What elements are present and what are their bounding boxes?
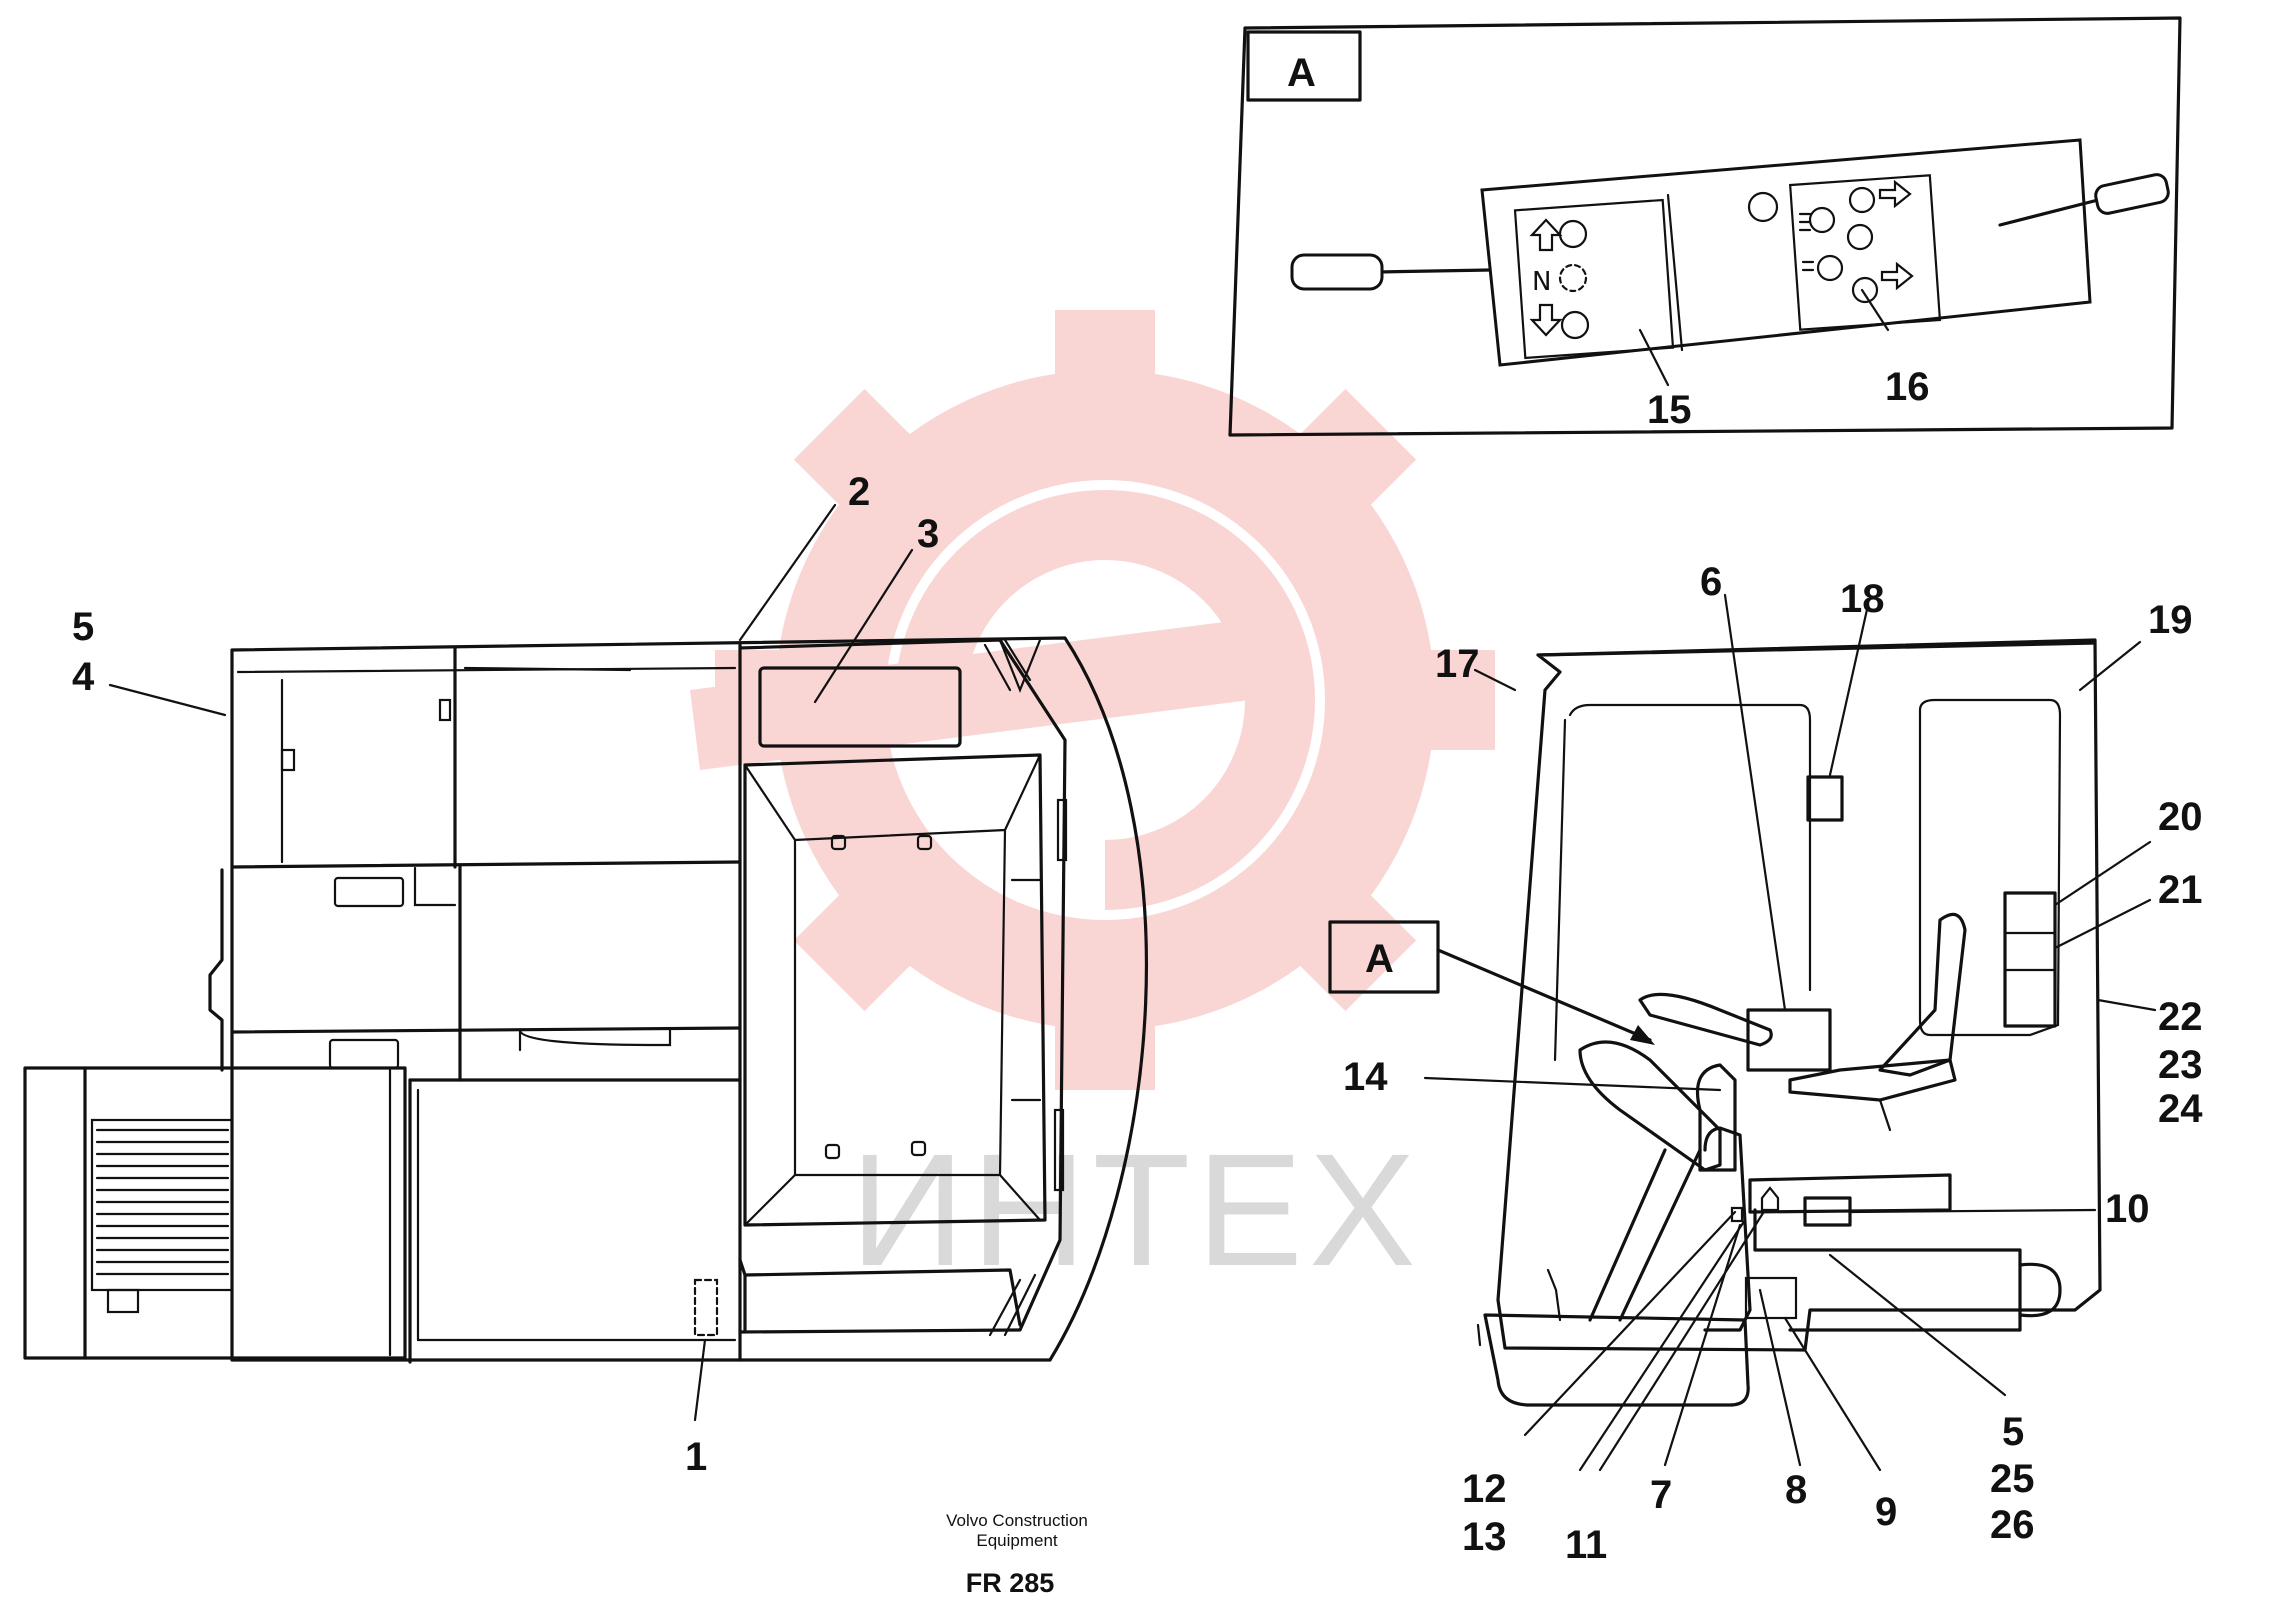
part-label-12: 12 xyxy=(1462,1467,1507,1511)
neutral-symbol: N xyxy=(1532,267,1551,297)
part-label-6: 6 xyxy=(1700,560,1722,604)
part-label-16: 16 xyxy=(1885,365,1930,409)
part-label-7: 7 xyxy=(1650,1473,1672,1517)
part-label-1: 1 xyxy=(685,1435,707,1479)
drawing-reference: FR 285 xyxy=(966,1568,1055,1598)
maker-line-2: Equipment xyxy=(976,1531,1058,1550)
part-label-11: 11 xyxy=(1565,1523,1607,1567)
part-label-5-lower: 5 xyxy=(2002,1410,2024,1454)
part-label-4: 4 xyxy=(72,655,95,699)
part-label-8: 8 xyxy=(1785,1468,1807,1512)
part-label-19: 19 xyxy=(2148,598,2193,642)
part-label-20: 20 xyxy=(2158,795,2203,839)
part-label-15: 15 xyxy=(1647,388,1692,432)
right-lever xyxy=(1998,173,2170,227)
part-label-18: 18 xyxy=(1840,577,1885,621)
part-label-17: 17 xyxy=(1435,642,1480,686)
part-label-10: 10 xyxy=(2105,1187,2150,1231)
part-label-22: 22 xyxy=(2158,995,2203,1039)
part-label-3: 3 xyxy=(917,512,939,556)
steering-column-switch: N xyxy=(1480,138,2092,367)
part-label-25: 25 xyxy=(1990,1457,2035,1501)
detail-view-label: A xyxy=(1287,51,1316,95)
part-label-9: 9 xyxy=(1875,1490,1897,1534)
part-label-26: 26 xyxy=(1990,1503,2035,1547)
part-label-24: 24 xyxy=(2158,1087,2203,1131)
maker-line-1: Volvo Construction xyxy=(946,1511,1088,1530)
part-label-23: 23 xyxy=(2158,1043,2203,1087)
cab-side-view: 5 4 2 3 1 xyxy=(23,470,1149,1479)
watermark-text: ИНТЕХ xyxy=(850,1120,1422,1299)
detail-view-a: A N xyxy=(1228,16,2182,437)
part-label-2: 2 xyxy=(848,470,870,514)
watermark-logo xyxy=(690,310,1495,1090)
radiator-grille xyxy=(90,1118,234,1292)
part-label-13: 13 xyxy=(1462,1515,1507,1559)
part-label-21: 21 xyxy=(2158,868,2203,912)
part-label-5-upper: 5 xyxy=(72,605,94,649)
left-lever xyxy=(1290,253,1492,291)
part-label-14: 14 xyxy=(1343,1055,1388,1099)
cab-interior-view: A 6 18 17 19 20 21 22 23 24 14 10 12 13 … xyxy=(1328,560,2203,1567)
callout-label-a: A xyxy=(1365,937,1394,981)
